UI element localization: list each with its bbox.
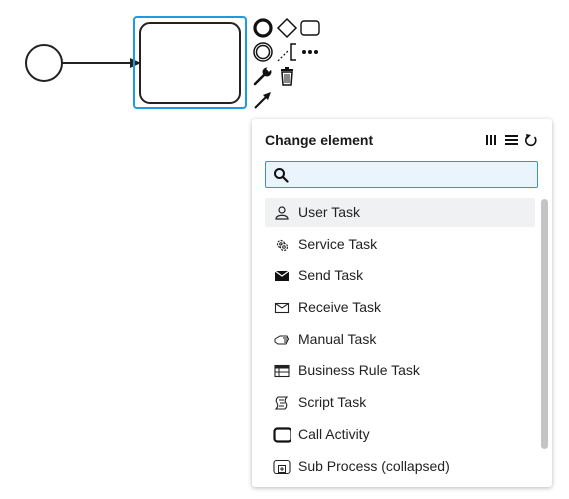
change-element-popup: Change element User Task	[252, 119, 552, 487]
search-input[interactable]	[291, 165, 531, 184]
list-icon[interactable]	[504, 133, 518, 147]
start-event[interactable]	[25, 44, 63, 82]
list-item-label: Send Task	[298, 267, 364, 284]
call-activity-icon	[273, 426, 291, 444]
list-item-sub-process-collapsed[interactable]: Sub Process (collapsed)	[265, 452, 535, 481]
append-end-event-icon[interactable]	[252, 17, 274, 39]
change-type-wrench-icon[interactable]	[252, 65, 274, 87]
connect-arrow-icon[interactable]	[252, 89, 274, 111]
element-list: User Task Service Task Send Task Receive…	[265, 198, 535, 483]
more-options-icon[interactable]	[299, 41, 321, 63]
sub-process-collapsed-icon	[273, 458, 291, 476]
task-element[interactable]	[139, 22, 241, 104]
list-item-label: Call Activity	[298, 425, 370, 442]
append-gateway-icon[interactable]	[276, 17, 298, 39]
list-item-receive-task[interactable]: Receive Task	[265, 293, 535, 322]
popup-header: Change element	[265, 131, 538, 151]
list-item-label: Business Rule Task	[298, 362, 420, 379]
business-rule-task-icon	[273, 362, 291, 380]
list-item-label: Script Task	[298, 394, 367, 411]
list-item-label: Manual Task	[298, 330, 377, 347]
append-intermediate-event-icon[interactable]	[252, 41, 274, 63]
list-item-send-task[interactable]: Send Task	[265, 261, 535, 290]
list-item-business-rule-task[interactable]: Business Rule Task	[265, 356, 535, 385]
list-item-label: User Task	[298, 204, 360, 220]
header-actions	[484, 133, 538, 147]
list-item-call-activity[interactable]: Call Activity	[265, 420, 535, 449]
user-task-icon	[273, 204, 291, 222]
service-task-icon	[273, 236, 291, 254]
script-task-icon	[273, 394, 291, 412]
search-box[interactable]	[265, 161, 538, 188]
append-task-icon[interactable]	[299, 17, 321, 39]
list-item-service-task[interactable]: Service Task	[265, 230, 535, 259]
selection-outline	[133, 16, 247, 109]
manual-task-icon	[273, 331, 291, 349]
list-item-label: Service Task	[298, 235, 378, 252]
list-item-label: Sub Process (collapsed)	[298, 457, 450, 474]
list-item-user-task[interactable]: User Task	[265, 198, 535, 227]
list-item-manual-task[interactable]: Manual Task	[265, 325, 535, 354]
list-item-label: Receive Task	[298, 299, 382, 316]
popup-title: Change element	[265, 132, 374, 148]
sequence-flow-arrowhead	[130, 58, 141, 68]
text-annotation-icon[interactable]	[276, 41, 298, 63]
send-task-icon	[273, 267, 291, 285]
list-scrollbar[interactable]	[541, 199, 548, 449]
list-item-script-task[interactable]: Script Task	[265, 388, 535, 417]
receive-task-icon	[273, 299, 291, 317]
reset-icon[interactable]	[524, 133, 538, 147]
search-icon	[274, 168, 289, 183]
delete-trash-icon[interactable]	[276, 65, 298, 87]
group-columns-icon[interactable]	[484, 133, 498, 147]
